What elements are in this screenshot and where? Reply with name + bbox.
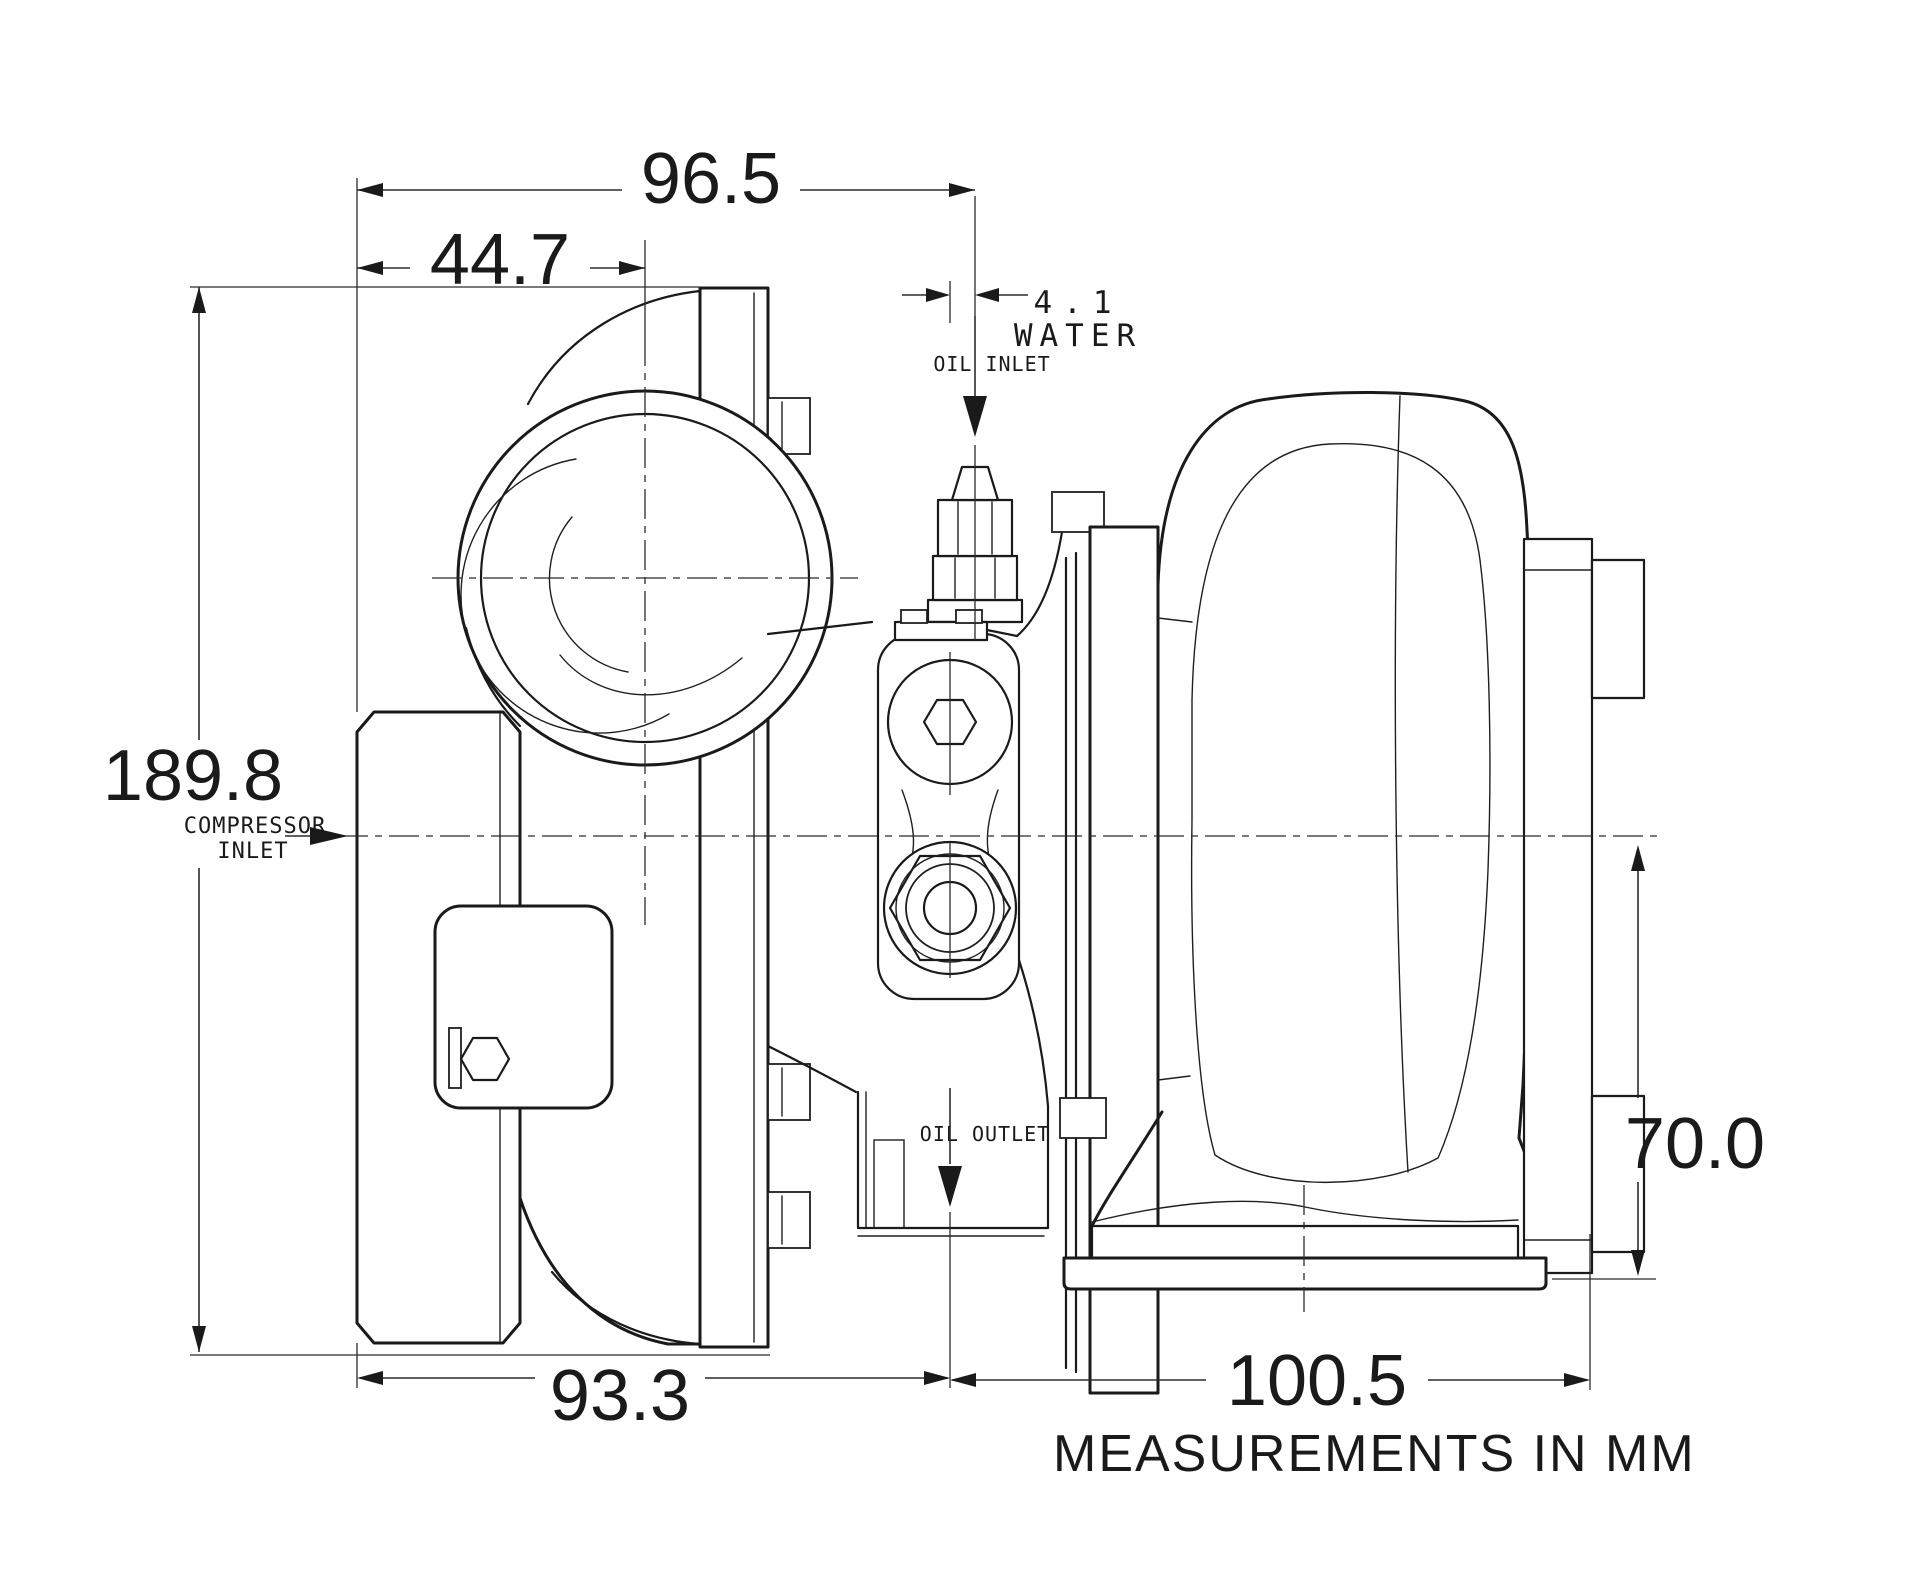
dimension-93-3: 93.3	[356, 1343, 950, 1436]
turbine-inlet-flange	[1062, 1200, 1548, 1291]
dim-text-70-0: 70.0	[1625, 1104, 1765, 1184]
measurements-note: MEASUREMENTS IN MM	[1053, 1425, 1696, 1483]
dimension-100-5: 100.5	[950, 1234, 1591, 1421]
dimension-44-7: 44.7	[357, 220, 646, 336]
oil-inlet-callout: OIL INLET	[933, 316, 1050, 437]
compressor-inlet-callout: COMPRESSOR INLET	[184, 814, 348, 864]
compressor-housing	[518, 289, 702, 1346]
water-label: WATER	[1014, 318, 1142, 354]
dim-text-96-5: 96.5	[641, 139, 781, 219]
oil-inlet-fitting	[893, 465, 1024, 642]
units-note: MEASUREMENTS IN MM	[1053, 1425, 1696, 1483]
dim-text-100-5: 100.5	[1227, 1341, 1407, 1421]
dimension-96-5: 96.5	[356, 139, 976, 712]
oil-outlet-callout: OIL OUTLET	[920, 1088, 1050, 1388]
oil-inlet-label: OIL INLET	[933, 352, 1050, 376]
actuator-block	[433, 904, 614, 1110]
hex-bolt	[459, 1036, 511, 1082]
dim-text-4-1: 4.1	[1034, 285, 1123, 321]
centerlines	[338, 336, 1660, 1312]
dimension-70-0: 70.0	[1552, 845, 1765, 1280]
compressor-inlet-label-line2: INLET	[217, 839, 288, 864]
oil-outlet-label: OIL OUTLET	[920, 1122, 1050, 1146]
dimension-4-1: 4.1 WATER	[902, 281, 1142, 354]
oil-inlet-arrow-icon	[963, 396, 987, 437]
oil-outlet-arrow-icon	[938, 1166, 962, 1207]
dimension-189-8: 189.8	[103, 286, 770, 1356]
dim-text-44-7: 44.7	[430, 220, 570, 300]
compressor-inlet-arrow-icon	[310, 827, 348, 845]
dim-text-93-3: 93.3	[550, 1356, 690, 1436]
hex-plug-icon	[922, 698, 978, 746]
turbine-outlet-flange	[1522, 537, 1646, 1275]
dim-text-189-8: 189.8	[103, 736, 283, 816]
turbine-housing	[1090, 390, 1547, 1228]
compressor-inlet-label-line1: COMPRESSOR	[184, 814, 326, 839]
